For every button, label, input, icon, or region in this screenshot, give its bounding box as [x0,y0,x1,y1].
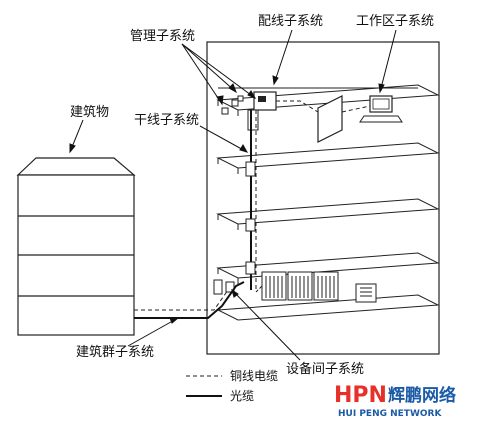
floor-slab-4 [216,142,440,169]
equipment-room-racks [261,271,377,303]
floor-slab-1 [216,294,440,321]
label-work-area-subsystem: 工作区子系统 [356,14,434,29]
label-horizontal-subsystem: 配线子系统 [258,14,323,29]
floor-slab-3 [216,198,440,225]
computer-icon [359,95,403,123]
brand-hpn: HPN [334,383,387,408]
label-backbone-subsystem: 干线子系统 [134,113,199,128]
legend: 铜线电缆 光缆 [186,368,278,403]
horizontal-cable-top [276,100,319,113]
entrance-box [225,281,235,293]
label-equipment-room-subsystem: 设备间子系统 [286,361,364,377]
telecom-closet-icon [221,91,277,131]
office-partition [317,95,343,143]
legend-fiber-label: 光缆 [230,389,254,403]
entrance-box [213,279,223,295]
campus-copper-cable [134,289,229,311]
floor-edges [217,100,239,284]
label-campus-subsystem: 建筑群子系统 [76,344,154,360]
leader-lines [69,29,397,361]
brand-name-en: HUI PENG NETWORK [338,409,442,419]
label-building: 建筑物 [70,104,109,120]
floor-closets [245,161,256,275]
label-admin-subsystem: 管理子系统 [130,29,195,44]
brand-name-cn: 辉鹏网络 [388,385,456,406]
legend-copper-label: 铜线电缆 [230,368,278,383]
work-area-cable [341,105,371,113]
main-building-outline [206,41,440,355]
brand-logo: HPN 辉鹏网络 HUI PENG NETWORK [334,383,456,419]
campus-building [16,157,136,336]
